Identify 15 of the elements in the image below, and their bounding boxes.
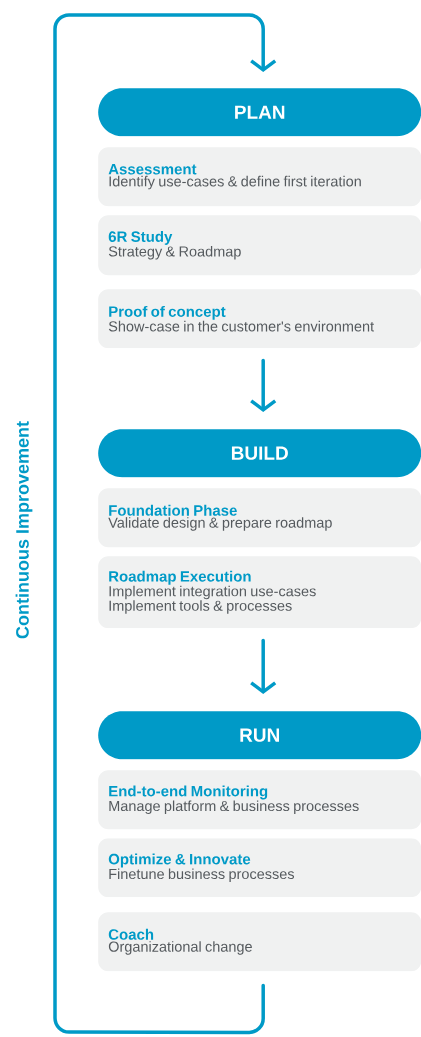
step-card: Foundation Phase Validate design & prepare roadmap: [98, 488, 421, 548]
step-card: Assessment Identify use-cases & define first iteration: [98, 147, 421, 207]
step-card: 6R Study Strategy & Roadmap: [98, 215, 421, 276]
step-card: End-to-end Monitoring Manage platform & business processes: [98, 770, 421, 830]
step-card: Roadmap Execution Implement integration use-cases Implement tools & processes: [98, 556, 421, 629]
phase-banner: PLAN: [98, 88, 421, 137]
step-card: Proof of concept Show-case in the customer's environment: [98, 289, 421, 349]
arrow: [53, 13, 277, 1035]
phase-banner: RUN: [98, 711, 421, 760]
phase-banner: BUILD: [98, 429, 421, 478]
edge-label: Continuous Improvement: [15, 421, 33, 639]
step-card: Optimize & Innovate Finetune business processes: [98, 838, 421, 898]
arrow: [250, 638, 277, 694]
arrow: [250, 358, 277, 412]
step-card: Coach Organizational change: [98, 912, 421, 972]
